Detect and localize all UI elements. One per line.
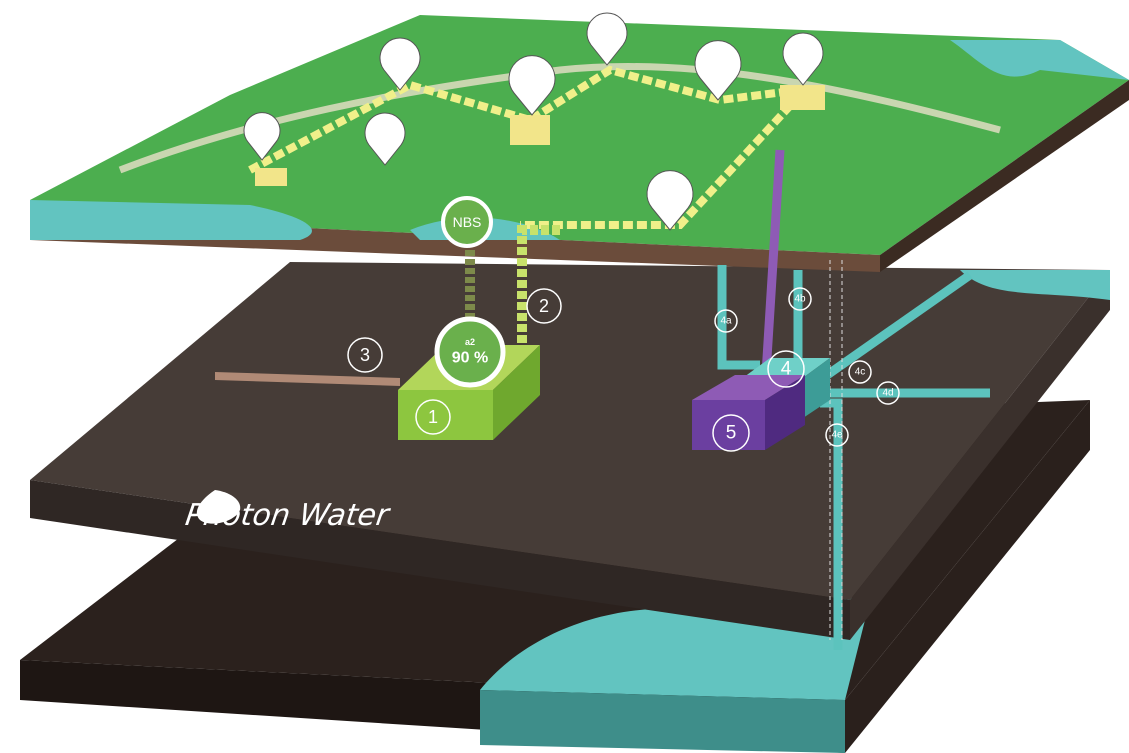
brand-name: Photon Water (183, 498, 392, 533)
ducks-icon (379, 37, 421, 91)
label-4d: 4d (882, 388, 893, 399)
irrigation-icon (646, 170, 694, 231)
recycle-badge: a2 90 % (434, 316, 506, 388)
label-4a: 4a (720, 316, 732, 327)
label-4e: 4e (831, 430, 843, 441)
giraffe-icon (364, 112, 406, 166)
location-pins (243, 12, 824, 231)
label-5: 5 (726, 423, 737, 444)
pipes (215, 149, 990, 650)
building (780, 85, 825, 110)
recycle-percent: 90 % (452, 350, 488, 367)
nbs-label: NBS (453, 214, 482, 230)
building (255, 168, 287, 186)
fountain-icon (586, 12, 628, 66)
recycle-sub: a2 (465, 337, 475, 347)
building (510, 115, 550, 145)
treatment-unit-4-5 (692, 358, 830, 450)
label-4: 4 (781, 359, 792, 380)
seal-icon (694, 40, 742, 101)
brand-logo: Photon Water (183, 490, 393, 533)
discharge-pipe-3 (215, 372, 400, 386)
label-3: 3 (360, 345, 370, 365)
nbs-badge: NBS (441, 196, 493, 248)
restaurant-icon (782, 32, 824, 86)
label-4c: 4c (855, 367, 866, 378)
fish-icon (508, 55, 556, 116)
label-4b: 4b (794, 294, 806, 305)
water-drop-icon (196, 490, 241, 524)
toilet-icon (243, 112, 281, 161)
river-edge (960, 270, 1110, 300)
landscape-layer (30, 15, 1129, 272)
label-2: 2 (539, 296, 549, 316)
label-1: 1 (428, 407, 438, 427)
